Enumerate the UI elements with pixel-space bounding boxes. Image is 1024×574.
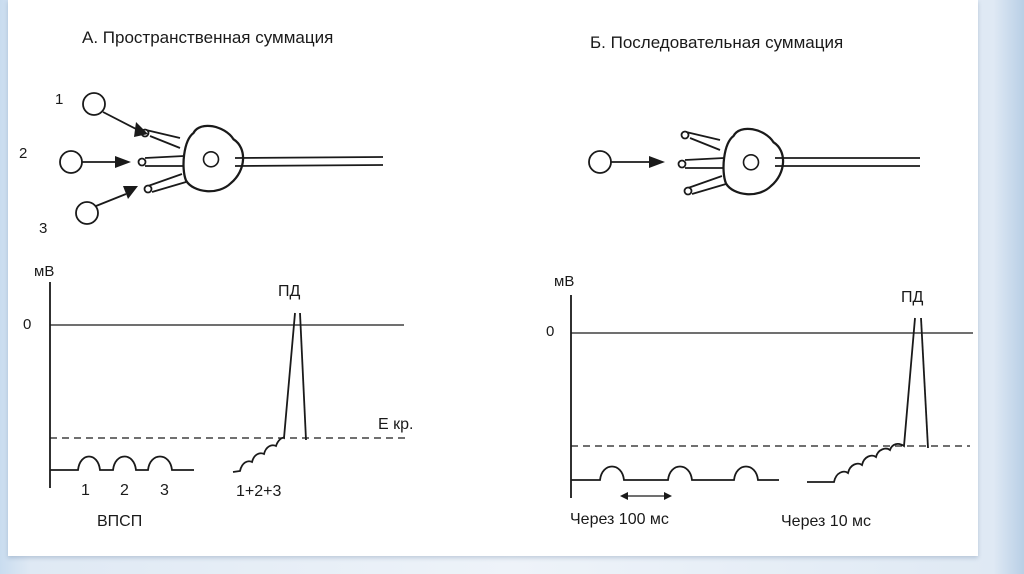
interval-slow-label: Через 100 мс: [570, 512, 669, 528]
epsp-number-1: 1: [81, 483, 90, 499]
input-neuron-b: [589, 151, 665, 173]
threshold-label: Е кр.: [378, 417, 413, 433]
y-unit-a: мВ: [34, 264, 54, 279]
neuron-b: [679, 129, 921, 195]
panel-b-title: Б. Последовательная суммация: [590, 34, 843, 51]
graph-b: [571, 295, 973, 500]
epsp-number-2: 2: [120, 483, 129, 499]
graph-a: [50, 282, 406, 488]
y-unit-b: мВ: [554, 274, 574, 289]
input-1-label: 1: [55, 92, 63, 107]
sum-label: 1+2+3: [236, 484, 281, 500]
epsp-label: ВПСП: [97, 514, 142, 530]
epsp-number-3: 3: [160, 483, 169, 499]
zero-a: 0: [23, 317, 31, 332]
input-neurons-a: [60, 93, 148, 224]
panel-a-title: А. Пространственная суммация: [82, 29, 333, 46]
ap-label-b: ПД: [901, 290, 923, 306]
zero-b: 0: [546, 324, 554, 339]
neuron-a: [139, 126, 384, 193]
interval-fast-label: Через 10 мс: [781, 514, 871, 530]
input-2-label: 2: [19, 146, 27, 161]
ap-label-a: ПД: [278, 284, 300, 300]
summation-diagram: [8, 0, 978, 556]
slide: А. Пространственная суммация 1 2 3 мВ 0 …: [8, 0, 978, 556]
input-3-label: 3: [39, 221, 47, 236]
